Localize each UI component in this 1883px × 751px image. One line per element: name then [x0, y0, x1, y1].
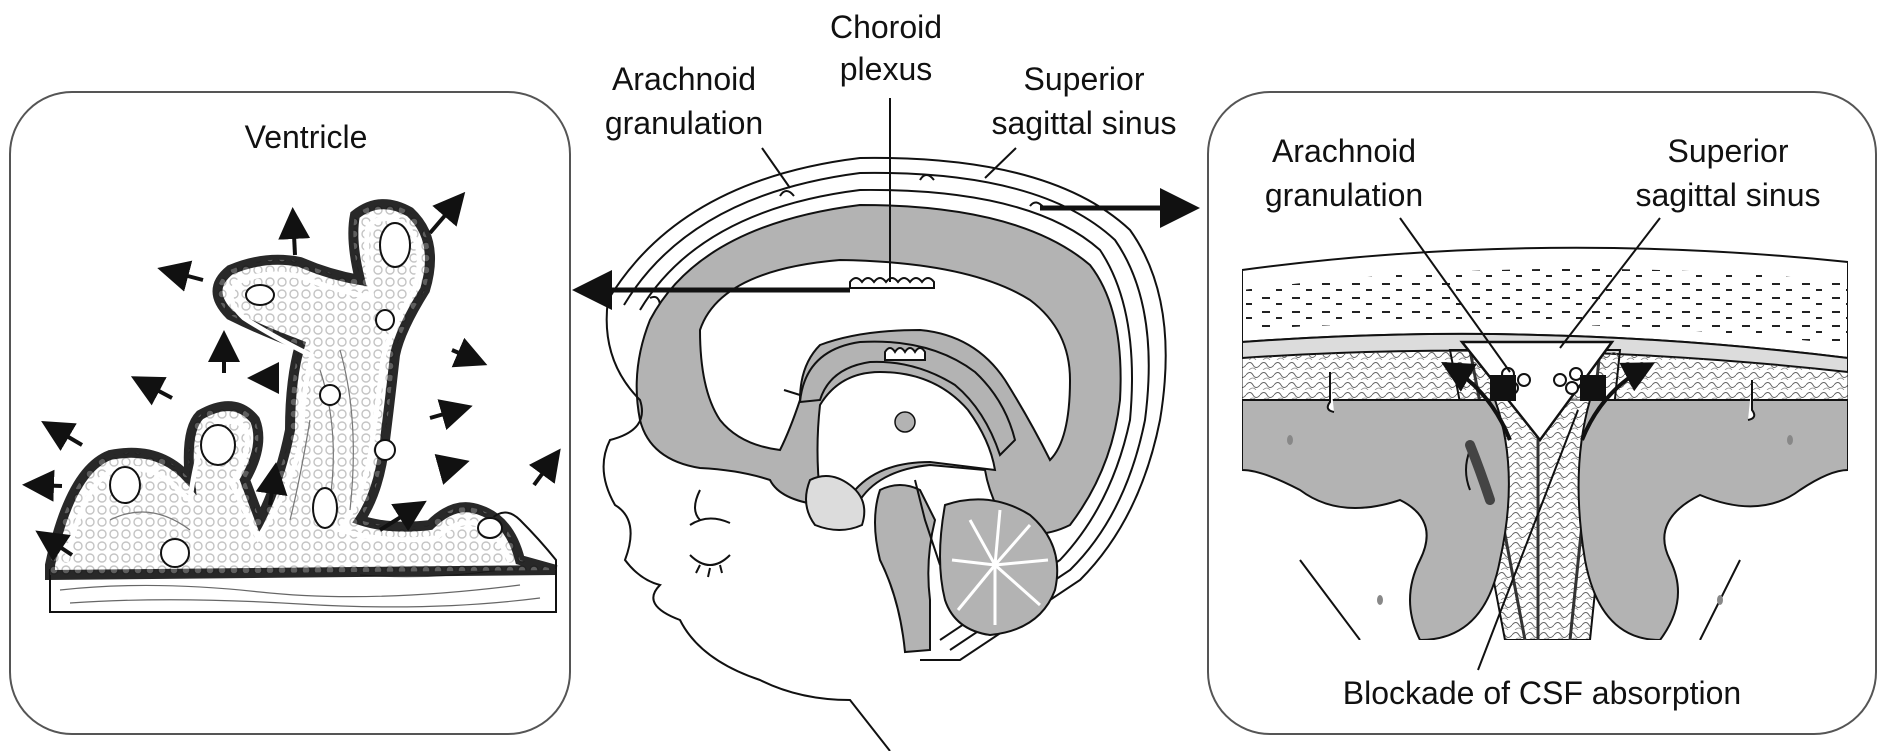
massa-intermedia [895, 412, 915, 432]
blockade-label: Blockade of CSF absorption [1343, 675, 1741, 711]
brainstem [875, 485, 935, 652]
center-sinus-leader [985, 148, 1016, 178]
blockade-square-left [1490, 375, 1516, 401]
right-sinus-label-line1: Superior [1668, 133, 1789, 169]
eyebrow [690, 518, 730, 525]
closed-eye [690, 555, 730, 565]
center-sinus-label-line2: sagittal sinus [992, 105, 1177, 141]
center-sinus-label-line1: Superior [1024, 61, 1145, 97]
blockade-square-right [1580, 375, 1606, 401]
right-arachnoid-label-line1: Arachnoid [1272, 133, 1416, 169]
center-arachnoid-leader [762, 148, 790, 188]
ear-hint [695, 490, 700, 520]
left-panel-ventricle: Ventricle [10, 92, 570, 734]
right-sinus-label-line2: sagittal sinus [1636, 177, 1821, 213]
head-sagittal-section [604, 98, 1166, 751]
right-panel-granulation: Arachnoid granulation Superior sagittal … [1208, 92, 1876, 734]
ventricle-title: Ventricle [245, 119, 368, 155]
right-arachnoid-label-line2: granulation [1265, 177, 1423, 213]
choroid-plexus-label-line1: Choroid [830, 9, 942, 45]
center-arachnoid-label-line1: Arachnoid [612, 61, 756, 97]
choroid-plexus-label-line2: plexus [840, 51, 933, 87]
eyelashes [696, 565, 722, 577]
center-arachnoid-label-line2: granulation [605, 105, 763, 141]
